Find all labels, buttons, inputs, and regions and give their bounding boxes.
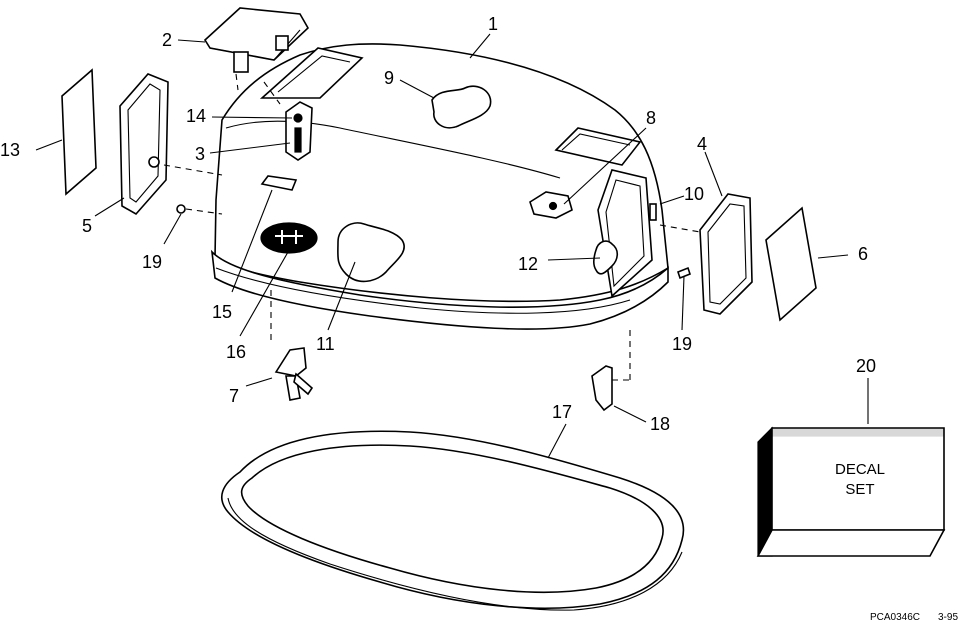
part-number-labels: 1 2 3 4 5 6 7 8 9 10 11 12 13 14 15 16 1…	[0, 14, 876, 434]
part-number-13: 13	[0, 140, 20, 160]
foam-pad-top	[431, 85, 492, 129]
foam-pad-small	[592, 240, 619, 275]
part-number-14: 14	[186, 106, 206, 126]
part-number-5: 5	[82, 216, 92, 236]
drawing-code: PCA0346C	[870, 612, 920, 622]
part-number-19-right: 19	[672, 334, 692, 354]
latch-plate	[285, 101, 313, 161]
part-number-15: 15	[212, 302, 232, 322]
bolt	[649, 203, 657, 221]
part-number-7: 7	[229, 386, 239, 406]
bracket-right	[591, 330, 631, 412]
bracket-left	[270, 290, 314, 401]
part-number-3: 3	[195, 144, 205, 164]
part-number-4: 4	[697, 134, 707, 154]
part-number-17: 17	[552, 402, 572, 422]
decal-label-line1: DECAL	[835, 461, 885, 478]
part-number-6: 6	[858, 244, 868, 264]
part-number-1: 1	[488, 14, 498, 34]
date-code: 3-95	[938, 612, 958, 622]
part-number-10: 10	[684, 184, 704, 204]
decal-set-box	[756, 426, 946, 557]
lever-cap	[203, 7, 310, 73]
emblem	[260, 222, 318, 254]
part-number-11: 11	[316, 334, 335, 354]
part-number-2: 2	[162, 30, 172, 50]
part-number-16: 16	[226, 342, 246, 362]
right-frame	[699, 193, 753, 315]
leader-lines	[35, 33, 869, 459]
screw-right	[677, 266, 691, 280]
part-number-8: 8	[646, 108, 656, 128]
part-number-19-left: 19	[142, 252, 162, 272]
part-number-9: 9	[384, 68, 394, 88]
decal-label-line2: SET	[845, 481, 874, 498]
screw-left	[176, 204, 223, 215]
part-number-12: 12	[518, 254, 538, 274]
right-panel	[765, 206, 817, 322]
clip	[260, 175, 298, 191]
foam-pad-side	[337, 222, 405, 283]
grommet	[529, 191, 573, 219]
engine-cover	[210, 43, 669, 330]
part-number-20: 20	[856, 356, 876, 376]
left-frame	[119, 73, 169, 216]
part-number-18: 18	[650, 414, 670, 434]
gasket-ring	[220, 430, 685, 611]
left-panel	[61, 68, 97, 196]
